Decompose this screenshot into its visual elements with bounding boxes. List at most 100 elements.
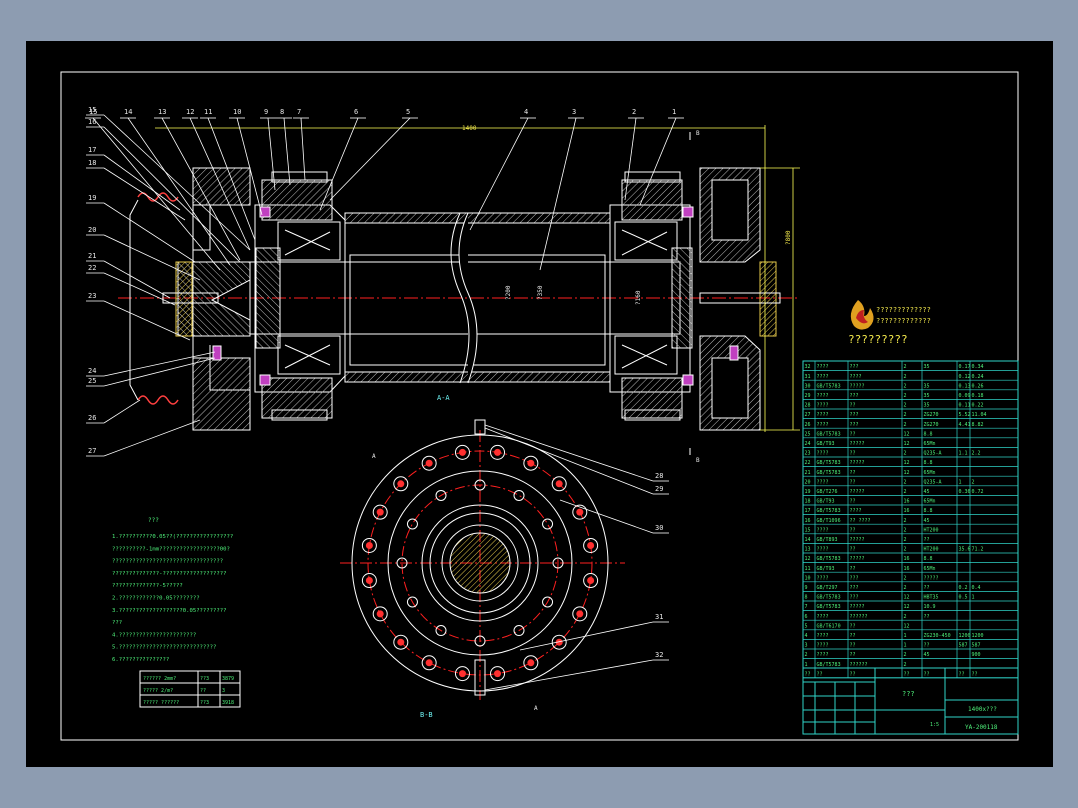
bom-cell: 2 (904, 403, 907, 409)
part-balloon-25: 25 (88, 377, 96, 385)
bom-cell: 12 (904, 460, 910, 466)
right-drum-top-cavity (711, 179, 749, 241)
bom-cell: GB/T5783 (817, 556, 841, 562)
right-seal (671, 247, 693, 349)
bom-cell: ?? (850, 479, 856, 485)
bom-cell: 0.4 (972, 585, 981, 591)
watermark-logo: ????????????? ????????????? ????????? (848, 300, 931, 346)
part-balloon-24: 24 (88, 367, 96, 375)
bom-cell: 35.6 (959, 547, 971, 553)
bom-cell: 2 (904, 575, 907, 581)
inner-bolt-hole (513, 489, 525, 501)
note-line: ????????????????????????????????? (112, 559, 223, 565)
bom-cell: 20 (805, 479, 811, 485)
bom-cell: 45 (924, 652, 930, 658)
part-balloon-4: 4 (524, 108, 528, 116)
bom-cell: 4 (805, 633, 808, 639)
outer-bolt-center (555, 638, 563, 646)
bom-cell: 6 (805, 614, 808, 620)
bb-hub-inner (441, 524, 519, 602)
shaft-diameter-dim: ?200 (505, 285, 512, 300)
bom-cell: 2 (904, 393, 907, 399)
bom-cell: GB/T6170 (817, 623, 841, 629)
bom-cell: 16 (904, 499, 910, 505)
bom-cell: 22 (805, 460, 811, 466)
section-mark-a-top: A (372, 453, 376, 460)
bom-cell: 16 (904, 556, 910, 562)
bom-cell: ????? (850, 604, 865, 610)
part-balloon-1: 1 (672, 108, 676, 116)
bom-cell: 0.09 (959, 393, 971, 399)
bom-cell: ????? (850, 537, 865, 543)
right-roller-lines (621, 229, 668, 369)
bom-cell: ????? (850, 556, 865, 562)
bom-cell: 8.8 (924, 460, 933, 466)
bom-header-cell: ?? (924, 671, 930, 677)
bom-cell: GB/T5783 (817, 604, 841, 610)
logo-line3: ????????? (848, 333, 908, 346)
bom-cell: ?? (924, 585, 930, 591)
outer-bolt-center (365, 541, 373, 549)
bb-bolt-circle-inner (401, 484, 559, 642)
bom-cell: 28 (805, 403, 811, 409)
bom-cell: 10.9 (924, 604, 936, 610)
bom-cell: ?? ???? (850, 518, 871, 524)
bom-cell: 8 (805, 595, 808, 601)
bom-cell: 35 (924, 383, 930, 389)
bb-balloon-29: 29 (655, 485, 663, 493)
outer-bolt-center (587, 541, 595, 549)
right-key (759, 261, 777, 337)
left-roller-lines (284, 229, 331, 369)
shaft-body (349, 254, 606, 366)
section-mark-b-bottom: B (696, 457, 700, 464)
part-balloon-23: 23 (88, 292, 96, 300)
outer-bolt-hole (551, 634, 567, 650)
outer-bolt-center (458, 448, 466, 456)
inner-bolt-hole (474, 635, 486, 647)
part-balloon-15: 15 (89, 108, 97, 116)
bom-cell: HT200 (924, 527, 939, 533)
title-block-code: YA-200118 (965, 724, 998, 731)
bom-cell: 587 (972, 643, 981, 649)
flange-bolts (212, 171, 739, 421)
bom-cell: ???? (817, 422, 829, 428)
outer-bolt-hole (454, 666, 470, 682)
outer-bolt-center (397, 480, 405, 488)
bom-cell: GB/T5783 (817, 383, 841, 389)
part-balloon-8: 8 (280, 108, 284, 116)
part-balloon-2: 2 (632, 108, 636, 116)
bb-bolt-circle-outer (367, 450, 593, 676)
bom-cell: 8.8 (924, 431, 933, 437)
bom-cell: ?? (850, 547, 856, 553)
part-balloon-18: 18 (88, 159, 96, 167)
bom-cell: GB/T5783 (817, 662, 841, 668)
bb-hub-outer (421, 504, 539, 622)
bom-cell: 2 (904, 662, 907, 668)
bom-cell: GB/T93 (817, 499, 835, 505)
outer-bolt-center (494, 448, 502, 456)
note-line: 2.????????????0.05???????? (112, 596, 200, 602)
left-drum-lower-hatch (192, 357, 251, 431)
bom-header-cell: ?? (904, 671, 910, 677)
bom-cell: 3 (805, 643, 808, 649)
bom-cell: ????? (850, 441, 865, 447)
part-balloon-17: 17 (88, 146, 96, 154)
bom-cell: 17 (805, 508, 811, 514)
bom-cell: ZG270 (924, 422, 939, 428)
bom-cell: 2 (904, 412, 907, 418)
bom-cell: 0.17 (959, 364, 971, 370)
left-bearing-bottom (277, 335, 341, 375)
bom-cell: GB/T93 (817, 441, 835, 447)
right-bearing-bottom (614, 335, 678, 375)
spec-cell: ?? (200, 688, 206, 694)
bom-cell: 9 (805, 585, 808, 591)
note-line: 3.???????????????????0.05????????? (112, 608, 227, 614)
bom-cell: ?? (924, 614, 930, 620)
bom-cell: 2.2 (972, 451, 981, 457)
bom-cell: 2 (904, 422, 907, 428)
bom-cell: GB/T93 (817, 566, 835, 572)
